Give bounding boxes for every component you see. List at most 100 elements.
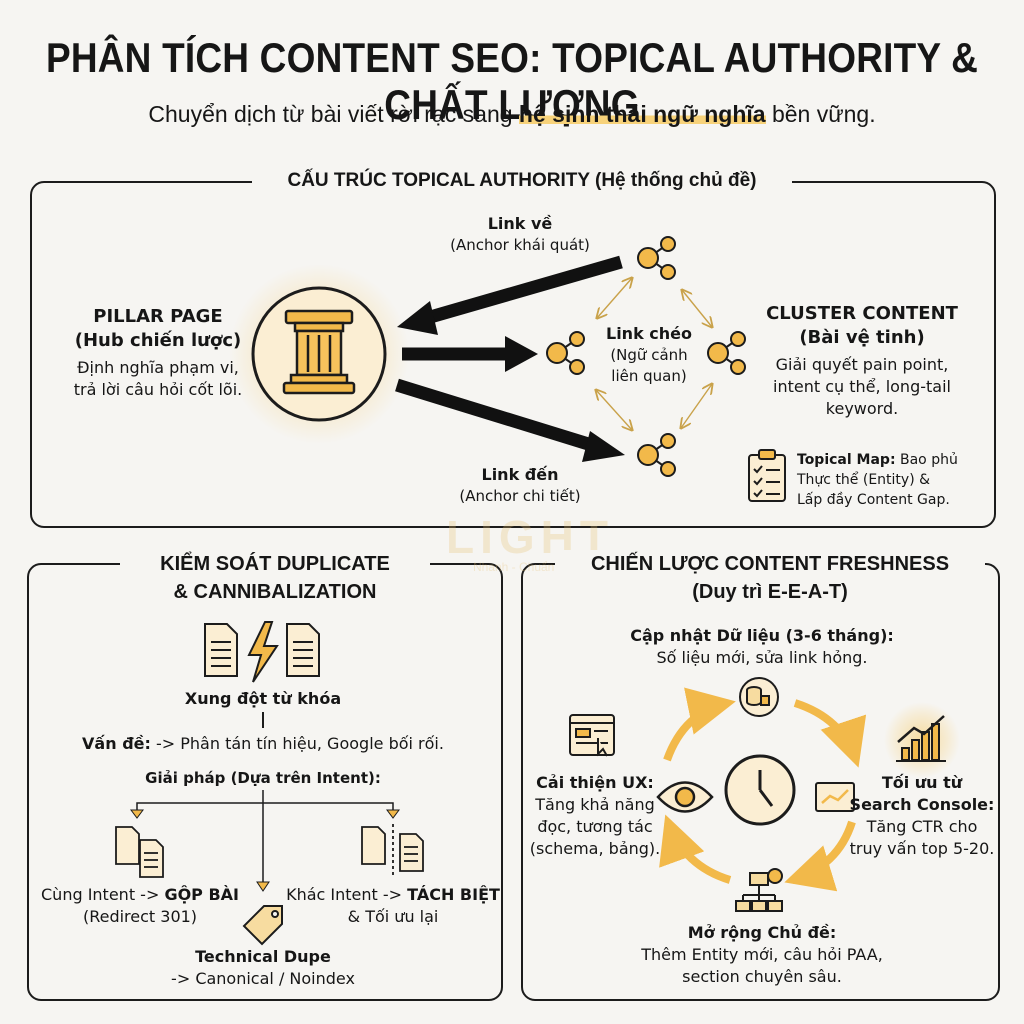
duplicate-heading: KIỂM SOÁT DUPLICATE & CANNIBALIZATION bbox=[120, 550, 430, 606]
ux-improve: Cải thiện UX: Tăng khả năng đọc, tương t… bbox=[520, 772, 670, 860]
gsc-line-2: truy vấn top 5-20. bbox=[849, 839, 995, 858]
solution-label: Giải pháp (Dựa trên Intent): bbox=[145, 769, 381, 787]
topical-map-note: Topical Map: Bao phủ Thực thể (Entity) &… bbox=[797, 450, 987, 510]
link-cheo-sub-1: (Ngữ cảnh bbox=[610, 346, 688, 364]
topical-map-text-1: Bao phủ bbox=[895, 452, 958, 468]
ux-line-2: đọc, tương tác bbox=[537, 817, 653, 836]
arrow-link-ve-head bbox=[397, 301, 438, 335]
merge-sub: (Redirect 301) bbox=[82, 907, 198, 926]
topical-heading: CẤU TRÚC TOPICAL AUTHORITY (Hệ thống chủ… bbox=[252, 167, 792, 195]
cluster-subtitle: (Bài vệ tinh) bbox=[799, 327, 925, 348]
cluster-title: CLUSTER CONTENT bbox=[766, 303, 958, 324]
tree-arrow-center bbox=[256, 881, 270, 892]
technical-dupe-title: Technical Dupe bbox=[195, 947, 331, 966]
pillar-label: PILLAR PAGE (Hub chiến lược) Định nghĩa … bbox=[58, 305, 258, 401]
freshness-heading: CHIẾN LƯỢC CONTENT FRESHNESS (Duy trì E-… bbox=[555, 550, 985, 606]
browser-form-icon bbox=[569, 714, 615, 757]
cluster-node-bottom-icon bbox=[637, 433, 676, 477]
pillar-desc-1: Định nghĩa phạm vi, bbox=[77, 358, 239, 377]
cluster-node-top-icon bbox=[637, 236, 676, 280]
page-subtitle: Chuyển dịch từ bài viết rời rạc sang hệ … bbox=[0, 101, 1024, 128]
cluster-node-left-icon bbox=[546, 331, 585, 375]
split-docs-icon bbox=[361, 824, 424, 878]
sitemap-add-icon bbox=[735, 868, 783, 912]
cross-link-1 bbox=[597, 278, 632, 318]
merge-option: Cùng Intent -> GỘP BÀI (Redirect 301) bbox=[40, 884, 240, 928]
update-data: Cập nhật Dữ liệu (3-6 tháng): Số liệu mớ… bbox=[612, 625, 912, 669]
pillar-desc-2: trả lời câu hỏi cốt lõi. bbox=[73, 380, 243, 399]
arrow-pillar-mid-head bbox=[505, 336, 538, 372]
document-right-icon bbox=[286, 623, 320, 677]
cross-link-3 bbox=[596, 390, 632, 430]
expand-title: Mở rộng Chủ đề: bbox=[687, 923, 837, 942]
freshness-heading-line1: CHIẾN LƯỢC CONTENT FRESHNESS bbox=[590, 553, 950, 575]
merge-pre: Cùng Intent -> bbox=[41, 885, 165, 904]
merge-docs-icon bbox=[115, 826, 164, 878]
tag-icon bbox=[242, 905, 283, 946]
topical-map-text-3: Lấp đầy Content Gap. bbox=[797, 492, 950, 508]
link-cheo-label: Link chéo (Ngữ cảnh liên quan) bbox=[586, 323, 712, 387]
arrow-link-den-head bbox=[582, 431, 625, 462]
topical-map-label: Topical Map: bbox=[797, 452, 896, 468]
cross-link-2 bbox=[682, 290, 712, 327]
technical-dupe-sub: -> Canonical / Noindex bbox=[171, 969, 355, 988]
database-refresh-icon bbox=[739, 677, 779, 717]
link-ve-title: Link về bbox=[487, 214, 553, 233]
gsc-title-2: Search Console: bbox=[849, 795, 995, 814]
link-cheo-sub-2: liên quan) bbox=[611, 367, 687, 385]
cluster-desc-1: Giải quyết pain point, bbox=[775, 355, 949, 374]
link-ve-sub: (Anchor khái quát) bbox=[450, 236, 590, 254]
growth-chart-icon bbox=[896, 715, 946, 762]
duplicate-heading-line2: & CANNIBALIZATION bbox=[173, 581, 377, 603]
cluster-desc-2: intent cụ thể, long-tail bbox=[773, 377, 951, 396]
update-title: Cập nhật Dữ liệu (3-6 tháng): bbox=[630, 626, 894, 645]
technical-dupe: Technical Dupe -> Canonical / Noindex bbox=[163, 946, 363, 990]
link-ve-label: Link về (Anchor khái quát) bbox=[420, 213, 620, 256]
cluster-node-right-icon bbox=[707, 331, 746, 375]
problem-line: Vấn đề: -> Phân tán tín hiệu, Google bối… bbox=[40, 733, 486, 755]
solution-tree-lines bbox=[136, 802, 394, 810]
topical-map-clipboard-icon bbox=[748, 449, 786, 502]
cycle-arrow-bottom-left bbox=[659, 814, 732, 884]
link-cheo-title: Link chéo bbox=[606, 324, 692, 343]
cycle-arrow-bottom-right bbox=[784, 820, 856, 892]
cycle-arrow-top-left bbox=[663, 687, 736, 762]
expand-line-1: Thêm Entity mới, câu hỏi PAA, bbox=[641, 945, 883, 964]
pillar-title: PILLAR PAGE bbox=[93, 306, 223, 327]
tree-arrow-left bbox=[130, 809, 144, 819]
split-sub: & Tối ưu lại bbox=[347, 907, 439, 926]
pillar-subtitle: (Hub chiến lược) bbox=[74, 330, 242, 351]
arrow-link-ve bbox=[418, 255, 623, 327]
cluster-desc-3: keyword. bbox=[825, 399, 899, 418]
analytics-chart-icon bbox=[815, 782, 855, 812]
eye-icon bbox=[656, 781, 714, 813]
split-option: Khác Intent -> TÁCH BIỆT & Tối ưu lại bbox=[282, 884, 504, 928]
conflict-label: Xung đột từ khóa bbox=[184, 689, 342, 708]
subtitle-pre: Chuyển dịch từ bài viết rời rạc sang bbox=[148, 101, 519, 127]
ux-line-1: Tăng khả năng bbox=[535, 795, 655, 814]
split-pre: Khác Intent -> bbox=[286, 885, 408, 904]
topical-map-text-2: Thực thể (Entity) & bbox=[797, 472, 931, 488]
expand-topic: Mở rộng Chủ đề: Thêm Entity mới, câu hỏi… bbox=[612, 922, 912, 988]
split-bold: TÁCH BIỆT bbox=[407, 885, 500, 904]
ux-title: Cải thiện UX: bbox=[536, 773, 654, 792]
link-den-title: Link đến bbox=[481, 465, 559, 484]
tree-arrow-right bbox=[386, 809, 400, 819]
ux-line-3: (schema, bảng). bbox=[529, 839, 661, 858]
arrow-link-den bbox=[395, 378, 600, 454]
lightning-icon bbox=[247, 621, 279, 683]
duplicate-heading-line1: KIỂM SOÁT DUPLICATE bbox=[160, 553, 390, 575]
expand-line-2: section chuyên sâu. bbox=[682, 967, 842, 986]
update-text: Số liệu mới, sửa link hỏng. bbox=[656, 648, 868, 667]
cycle-arrow-top-right bbox=[793, 699, 867, 768]
clock-hands bbox=[758, 770, 774, 807]
cluster-label: CLUSTER CONTENT (Bài vệ tinh) Giải quyết… bbox=[752, 302, 972, 420]
document-left-icon bbox=[204, 623, 238, 677]
gsc-line-1: Tăng CTR cho bbox=[866, 817, 978, 836]
gsc-title-1: Tối ưu từ bbox=[881, 773, 963, 792]
merge-bold: GỘP BÀI bbox=[164, 885, 239, 904]
subtitle-highlight: hệ sinh thái ngữ nghĩa bbox=[518, 101, 766, 127]
problem-text: -> Phân tán tín hiệu, Google bối rối. bbox=[150, 734, 444, 753]
link-den-sub: (Anchor chi tiết) bbox=[459, 487, 581, 505]
link-den-label: Link đến (Anchor chi tiết) bbox=[420, 464, 620, 507]
